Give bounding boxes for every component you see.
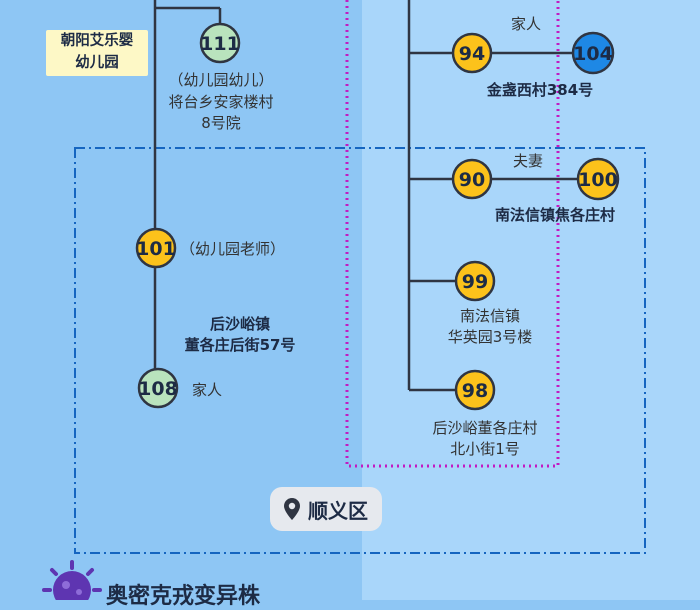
- node-111-label: 111: [200, 33, 240, 55]
- node-101-address-line-2: 董各庄后街57号: [184, 336, 296, 354]
- node-99-label: 99: [462, 271, 488, 293]
- node-100-label: 100: [578, 169, 618, 191]
- right-panel: [362, 0, 700, 600]
- node-101-label: 101: [136, 238, 176, 260]
- node-98-address-line-1: 后沙峪董各庄村: [432, 419, 538, 437]
- node-99-address: 南法信镇 华英园3号楼: [425, 306, 555, 348]
- node-90-label: 90: [459, 169, 485, 191]
- node-111: 111: [199, 22, 241, 64]
- cluster-frame: [345, 0, 560, 468]
- district-frame: [74, 147, 646, 554]
- node-104: 104: [571, 31, 615, 75]
- virus-icon: [42, 560, 102, 600]
- node-90: 90: [451, 158, 493, 200]
- node-100: 100: [576, 157, 620, 201]
- node-98-address-line-2: 北小街1号: [450, 440, 520, 458]
- node-90-address: 南法信镇焦各庄村: [494, 206, 615, 224]
- node-94-relation: 家人: [511, 15, 542, 33]
- kindergarten-label: 朝阳艾乐婴 幼儿园: [46, 30, 148, 76]
- node-108: 108: [137, 367, 179, 409]
- node-111-address-line-2: 8号院: [201, 114, 241, 132]
- node-108-label: 108: [138, 378, 178, 400]
- location-pin-icon: [284, 498, 300, 520]
- node-101-address-line-1: 后沙峪镇: [209, 315, 270, 333]
- district-name: 顺义区: [308, 498, 368, 523]
- node-99-address-line-2: 华英园3号楼: [447, 328, 533, 346]
- node-90-relation: 夫妻: [513, 152, 544, 170]
- node-99: 99: [454, 260, 496, 302]
- kindergarten-line-1: 朝阳艾乐婴: [60, 33, 134, 49]
- node-98: 98: [454, 369, 496, 411]
- node-99-address-line-1: 南法信镇: [459, 307, 520, 325]
- node-108-relation: 家人: [192, 381, 223, 399]
- footer-title: 奥密克戎变异株: [106, 584, 261, 609]
- kindergarten-line-2: 幼儿园: [75, 55, 119, 71]
- left-connectors: [153, 0, 222, 388]
- node-94: 94: [451, 32, 493, 74]
- node-111-address: 将台乡安家楼村 8号院: [156, 92, 286, 134]
- node-111-address-line-1: 将台乡安家楼村: [168, 93, 274, 111]
- node-101: 101: [135, 227, 177, 269]
- node-101-address: 后沙峪镇 董各庄后街57号: [170, 314, 310, 356]
- district-tag: 顺义区: [270, 487, 382, 531]
- node-94-address: 金盏西村384号: [486, 81, 594, 99]
- node-98-label: 98: [462, 380, 488, 402]
- node-111-role: （幼儿园幼儿）: [168, 71, 274, 89]
- node-101-role: （幼儿园老师）: [180, 240, 286, 258]
- node-94-label: 94: [459, 43, 485, 65]
- node-98-address: 后沙峪董各庄村 北小街1号: [415, 418, 555, 460]
- node-104-label: 104: [573, 43, 613, 65]
